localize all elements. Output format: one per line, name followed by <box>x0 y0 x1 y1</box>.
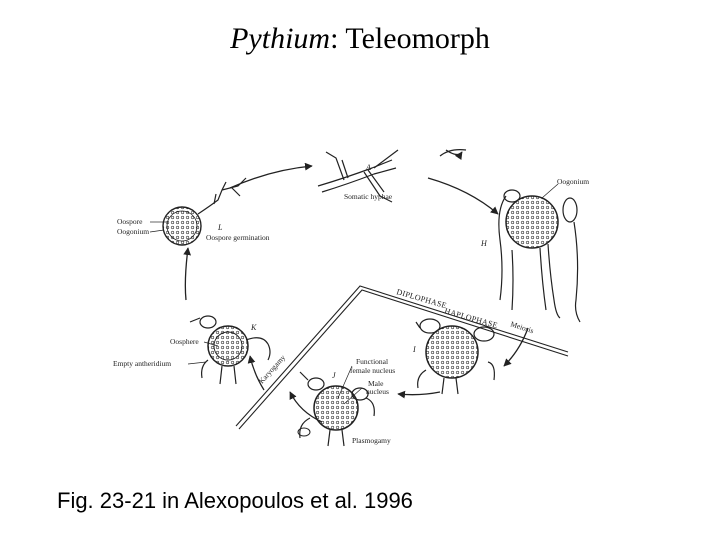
phase-divider <box>235 285 569 430</box>
oospore-germination-drawing <box>162 177 247 246</box>
stage-letter-h: H <box>480 239 488 248</box>
stage-letter-l: L <box>217 223 223 232</box>
label-nucleus: nucleus <box>366 387 389 396</box>
label-somatic-hyphae: Somatic hyphae <box>344 192 393 201</box>
label-oogonium-left: Oogonium <box>117 227 149 236</box>
arrow-meiosis <box>503 327 529 367</box>
plasmogamy-oogonium-drawing <box>297 371 375 447</box>
label-plasmogamy: Plasmogamy <box>352 436 391 445</box>
label-functional: Functional <box>356 357 388 366</box>
stage-letter-i: I <box>412 345 416 354</box>
stage-letter-k: K <box>250 323 257 332</box>
label-oospore-germination: Oospore germination <box>206 233 270 242</box>
leader-lines <box>149 183 559 405</box>
arrow-a-to-h <box>427 177 499 215</box>
arrow-i-to-j <box>397 390 441 399</box>
arrow-top-right <box>445 149 463 161</box>
label-female-nucleus: female nucleus <box>350 366 395 375</box>
arrow-k-to-l <box>183 247 191 301</box>
label-male: Male <box>368 379 384 388</box>
title-rest: : Teleomorph <box>330 22 490 55</box>
oogonium-drawing <box>498 189 581 323</box>
label-empty-antheridium: Empty antheridium <box>113 359 171 368</box>
arrow-karyogamy-side <box>247 355 265 391</box>
figure-caption: Fig. 23-21 in Alexopoulos et al. 1996 <box>57 488 413 513</box>
meiosis-oogonium-drawing <box>415 318 495 395</box>
somatic-hyphae-drawing <box>317 149 467 203</box>
title-genus: Pythium <box>230 22 331 55</box>
stage-letter-a: A <box>365 163 371 172</box>
stage-letter-j: J <box>332 371 336 380</box>
slide-title: Pythium: Teleomorph <box>0 22 720 56</box>
cycle-arrows <box>183 149 529 423</box>
label-diplophase: DIPLOPHASE <box>395 287 447 310</box>
arrow-l-to-a <box>229 162 313 189</box>
label-karyogamy: Karyogamy <box>257 353 288 386</box>
label-oosphere: Oosphere <box>170 337 199 346</box>
label-oogonium-right: Oogonium <box>557 177 589 186</box>
karyogamy-oogonium-drawing <box>189 315 271 385</box>
label-oospore: Oospore <box>117 217 143 226</box>
label-meiosis: Meiosis <box>509 319 534 335</box>
